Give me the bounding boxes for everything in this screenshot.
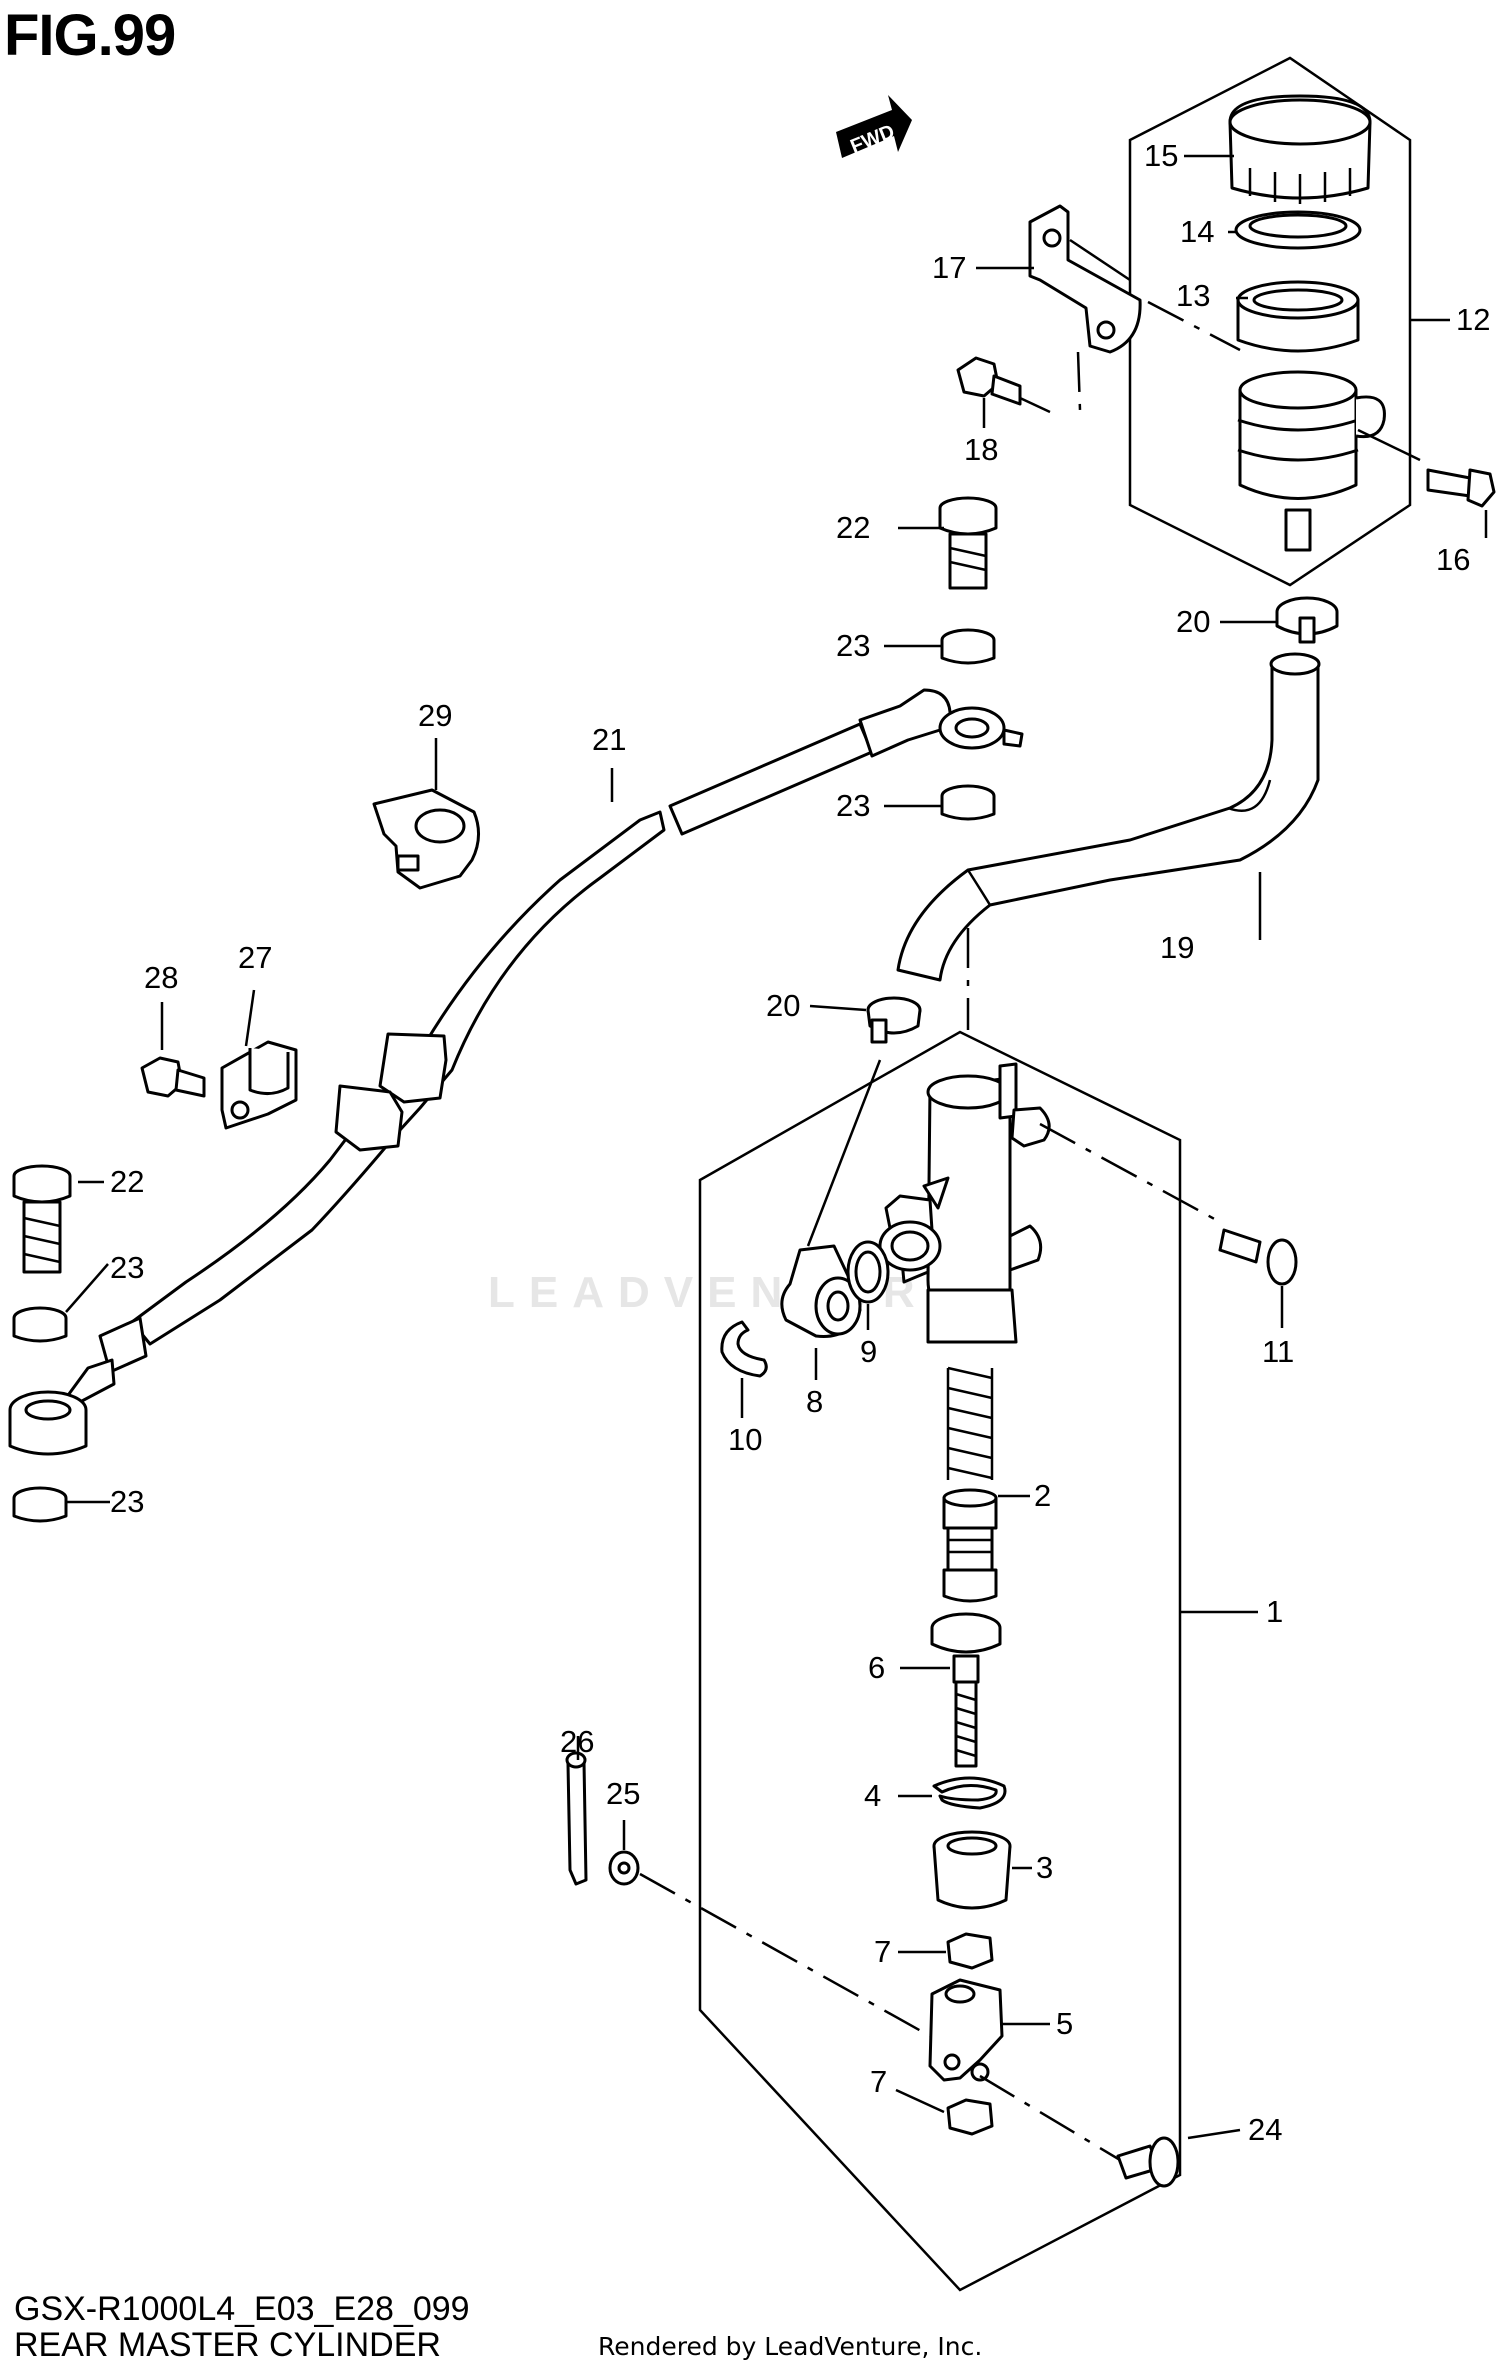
gasket-left-lower (12, 1486, 68, 1523)
leader-lines (65, 154, 1488, 2140)
callout-27: 27 (238, 940, 272, 975)
cotter-pin (565, 1751, 588, 1886)
hose-clamp-upper (1275, 596, 1339, 644)
reservoir-assembly-box (1128, 56, 1412, 587)
nut-upper (946, 1932, 994, 1970)
reservoir-diaphragm (1234, 210, 1362, 250)
callout-22-left: 22 (110, 1164, 144, 1199)
push-rod-joint (928, 1978, 1004, 2082)
gasket-left-upper (12, 1306, 68, 1343)
hose-end-fitting-left (8, 1316, 148, 1456)
callout-1: 1 (1266, 1594, 1283, 1629)
union-bolt-left (12, 1164, 72, 1274)
brake-hose (8, 688, 1024, 1456)
union-bolt-upper (938, 496, 998, 590)
nut-lower (946, 2098, 994, 2136)
hose-clamp-bracket (220, 1040, 298, 1130)
reservoir-cap (1228, 94, 1372, 204)
callout-16: 16 (1436, 542, 1470, 577)
callout-6: 6 (868, 1650, 885, 1685)
washer (608, 1850, 640, 1886)
figure-title: FIG.99 (4, 3, 176, 68)
hose-clamp-lower (866, 996, 922, 1044)
fwd-arrow-icon: FWD (836, 95, 912, 158)
callout-25: 25 (606, 1776, 640, 1811)
pin (1116, 2136, 1180, 2188)
reservoir-bracket (1028, 204, 1142, 354)
boot (932, 1830, 1012, 1910)
reservoir-plate (1236, 280, 1360, 353)
master-cylinder-assembly-box (698, 1030, 1182, 2292)
callout-20-lower: 20 (766, 988, 800, 1023)
callout-23-left-upper: 23 (110, 1250, 144, 1285)
callout-7-lower: 7 (870, 2064, 887, 2099)
gasket-upper (940, 628, 996, 665)
mounting-bolt (1218, 1228, 1298, 1286)
callout-24: 24 (1248, 2112, 1282, 2147)
reservoir-hose (896, 652, 1321, 982)
circlip-4 (932, 1776, 1007, 1810)
piston-cup-set (942, 1488, 998, 1603)
callout-7-upper: 7 (874, 1934, 891, 1969)
callout-21: 21 (592, 722, 626, 757)
reservoir-body (1237, 370, 1386, 552)
callout-17: 17 (932, 250, 966, 285)
callout-19: 19 (1160, 930, 1194, 965)
callout-11: 11 (1262, 1334, 1294, 1369)
model-code: GSX-R1000L4_E03_E28_099 (14, 2290, 470, 2328)
callout-15: 15 (1144, 138, 1178, 173)
callout-3: 3 (1036, 1850, 1053, 1885)
callout-10: 10 (728, 1422, 762, 1457)
o-ring (846, 1240, 890, 1304)
callout-23-left-lower: 23 (110, 1484, 144, 1519)
hose-connector (780, 1244, 862, 1338)
callout-18: 18 (964, 432, 998, 467)
section-name: REAR MASTER CYLINDER (14, 2326, 441, 2364)
reservoir-screw (1426, 468, 1496, 508)
callout-labels: 1 2 3 4 5 6 7 7 8 9 10 11 12 13 14 15 16… (110, 138, 1490, 2147)
bracket-bolt (956, 356, 1022, 406)
master-cylinder-body (878, 1062, 1051, 1344)
callout-26: 26 (560, 1724, 594, 1759)
clamp-bolt (140, 1056, 206, 1098)
callout-23-upper: 23 (836, 628, 870, 663)
callout-29: 29 (418, 698, 452, 733)
circlip-10 (720, 1320, 768, 1378)
callout-20-upper: 20 (1176, 604, 1210, 639)
callout-14: 14 (1180, 214, 1214, 249)
render-credit: Rendered by LeadVenture, Inc. (598, 2332, 983, 2361)
hose-clamp-29 (372, 788, 480, 890)
hose-fitting-mid (334, 1032, 448, 1152)
spring (946, 1366, 994, 1480)
callout-4: 4 (864, 1778, 881, 1813)
callout-9: 9 (860, 1334, 877, 1369)
callout-12: 12 (1456, 302, 1490, 337)
callout-8: 8 (806, 1384, 823, 1419)
callout-28: 28 (144, 960, 178, 995)
gasket-middle (940, 784, 996, 821)
callout-5: 5 (1056, 2006, 1073, 2041)
callout-13: 13 (1176, 278, 1210, 313)
callout-22-upper: 22 (836, 510, 870, 545)
callout-23-middle: 23 (836, 788, 870, 823)
push-rod (930, 1612, 1002, 1768)
callout-2: 2 (1034, 1478, 1051, 1513)
